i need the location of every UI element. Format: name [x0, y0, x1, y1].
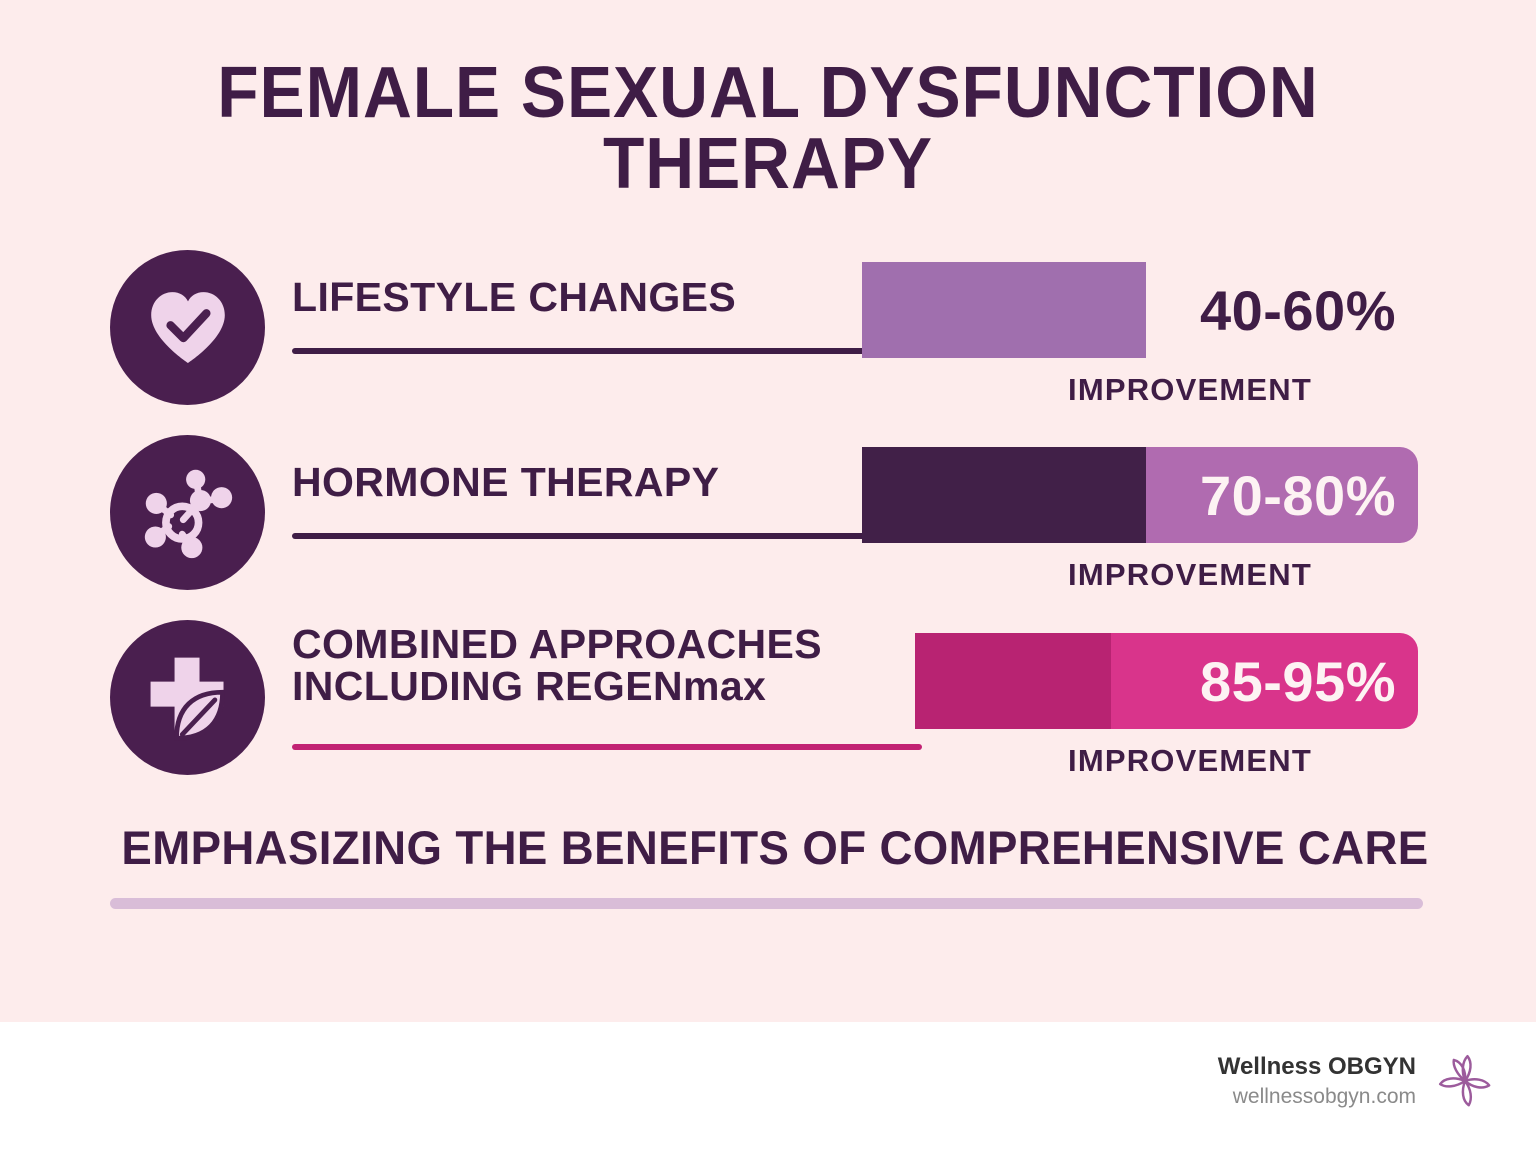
- label-underline: [292, 533, 870, 539]
- improvement-label: IMPROVEMENT: [1068, 743, 1312, 778]
- brand-name: Wellness OBGYN: [1217, 1052, 1416, 1080]
- therapy-label-suffix: max: [682, 663, 767, 710]
- therapy-label-line1: COMBINED APPROACHES: [292, 621, 823, 667]
- brand-url[interactable]: wellnessobgyn.com: [1232, 1085, 1416, 1109]
- progress-bar: 85-95%: [915, 633, 1418, 729]
- progress-track: [862, 447, 1418, 543]
- footer: Wellness OBGYN wellnessobgyn.com: [0, 1022, 1536, 1154]
- page-title: FEMALE SEXUAL DYSFUNCTION THERAPY: [217, 53, 1319, 204]
- progress-fill: [862, 447, 1146, 543]
- label-underline: [292, 348, 870, 354]
- progress-bar: 40-60%: [862, 262, 1418, 358]
- progress-fill: [915, 633, 1112, 729]
- flower-logo-icon: [1434, 1050, 1496, 1112]
- tagline: EMPHASIZING THE BENEFITS OF COMPREHENSIV…: [121, 821, 1429, 874]
- therapy-row: HORMONE THERAPY 70-80% IMPROVEMENT: [0, 435, 1536, 610]
- divider: [110, 898, 1423, 909]
- therapy-label: COMBINED APPROACHES INCLUDING REGENmax: [292, 621, 932, 708]
- improvement-label: IMPROVEMENT: [1068, 557, 1312, 592]
- therapy-label-line1: LIFESTYLE CHANGES: [292, 274, 737, 320]
- progress-fill: [862, 262, 1146, 358]
- therapy-label: HORMONE THERAPY: [292, 461, 892, 503]
- heart-check-icon: [110, 250, 265, 405]
- progress-bar: 70-80%: [862, 447, 1418, 543]
- progress-value: 40-60%: [1199, 278, 1396, 342]
- label-underline: [292, 744, 922, 750]
- therapy-row: LIFESTYLE CHANGES 40-60% IMPROVEMENT: [0, 250, 1536, 425]
- progress-value: 70-80%: [1199, 463, 1396, 527]
- therapy-label-line2-text: INCLUDING REGEN: [292, 663, 683, 710]
- improvement-label: IMPROVEMENT: [1068, 372, 1312, 407]
- therapy-row: COMBINED APPROACHES INCLUDING REGENmax 8…: [0, 615, 1536, 795]
- therapy-label: LIFESTYLE CHANGES: [292, 276, 892, 318]
- progress-track: [915, 633, 1418, 729]
- molecule-icon: [110, 435, 265, 590]
- therapy-label-line1: HORMONE THERAPY: [292, 459, 720, 505]
- therapy-label-line2: INCLUDING REGENmax: [292, 665, 932, 707]
- cross-leaf-icon: [110, 620, 265, 775]
- progress-value: 85-95%: [1199, 649, 1396, 713]
- progress-track: [862, 262, 1418, 358]
